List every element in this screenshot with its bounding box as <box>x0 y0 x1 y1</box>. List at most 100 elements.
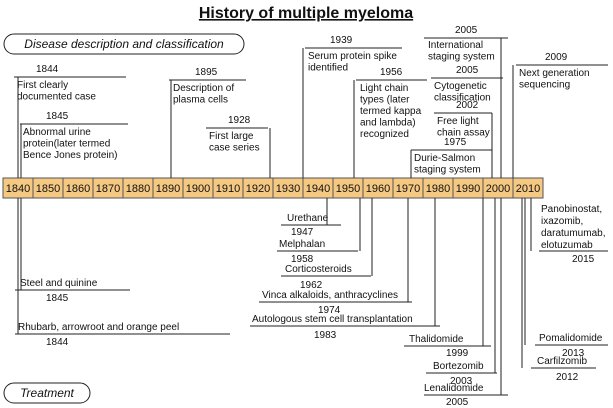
treatment-name-line: Panobinostat, <box>541 204 602 215</box>
event-year: 1975 <box>444 137 467 148</box>
event-description-line: case series <box>209 143 260 154</box>
event-year: 1983 <box>314 330 337 341</box>
event-description-line: sequencing <box>519 80 570 91</box>
event-description-line: Next generation <box>519 68 590 79</box>
event-year: 1962 <box>300 280 323 291</box>
treatment-name-line: elotuzumab <box>541 240 593 251</box>
decade-label: 1880 <box>126 183 150 195</box>
disease-section-frame <box>3 33 245 55</box>
event-description-line: Light chain <box>360 83 408 94</box>
treatment-section-label: Treatment <box>20 386 74 400</box>
event-year: 1895 <box>195 67 218 78</box>
treatment-event-corticosteroids: Corticosteroids 1962 <box>281 198 373 291</box>
event-description-line: types (later <box>360 95 410 106</box>
decade-label: 1940 <box>306 183 330 195</box>
decade-label: 1970 <box>396 183 420 195</box>
event-year: 1844 <box>46 337 69 348</box>
event-year: 1956 <box>380 67 403 78</box>
event-year: 1974 <box>318 305 341 316</box>
treatment-name: Rhubarb, arrowroot and orange peel <box>18 322 179 333</box>
event-description-line: staging system <box>414 165 481 176</box>
decade-label: 1890 <box>156 183 180 195</box>
treatment-name: Autologous stem cell transplantation <box>252 314 413 325</box>
event-year: 1999 <box>446 348 469 359</box>
event-description-line: and lambda) <box>360 118 416 129</box>
event-description-line: identified <box>308 63 348 74</box>
event-description-line: staging system <box>428 52 495 63</box>
event-description-line: Durie-Salmon <box>414 153 475 164</box>
treatment-name: Steel and quinine <box>20 278 98 289</box>
treatment-event-thalidomide: Thalidomide 1999 <box>404 198 491 359</box>
event-year: 2005 <box>446 397 469 408</box>
event-description-line: Abnormal urine <box>23 127 91 138</box>
treatment-name: Vinca alkaloids, anthracyclines <box>262 290 398 301</box>
event-description-line: Cytogenetic <box>434 81 487 92</box>
event-description-line: recognized <box>360 129 409 140</box>
decade-cell <box>512 177 544 199</box>
disease-section-label: Disease description and classification <box>24 37 224 51</box>
decade-label: 1870 <box>96 183 120 195</box>
event-description-line: First clearly <box>17 80 68 91</box>
event-year: 2005 <box>455 25 478 36</box>
treatment-event-panobinostat: Panobinostat,ixazomib,daratumumab,elotuz… <box>530 198 608 265</box>
treatment-name: Thalidomide <box>409 334 464 345</box>
event-year: 1928 <box>228 115 251 126</box>
event-description-line: Bence Jones protein) <box>23 150 118 161</box>
event-description-line: plasma cells <box>173 95 228 106</box>
event-year: 1939 <box>330 35 353 46</box>
decade-label: 1860 <box>66 183 90 195</box>
treatment-event-rhubarb: Rhubarb, arrowroot and orange peel 1844 <box>15 198 230 348</box>
treatment-name-line: ixazomib, <box>541 216 583 227</box>
event-year: 1958 <box>291 254 314 265</box>
diagram-title: History of multiple myeloma <box>199 5 413 22</box>
event-description-line: International <box>428 40 483 51</box>
event-description-line: termed kappa <box>360 106 422 117</box>
event-description-line: documented case <box>17 92 96 103</box>
decade-label: 1980 <box>426 183 450 195</box>
event-description-line: Description of <box>173 83 234 94</box>
decade-label: 1990 <box>456 183 480 195</box>
treatment-name: Carfilzomib <box>537 356 587 367</box>
treatment-event-vinca: Vinca alkaloids, anthracyclines 1974 <box>259 198 412 316</box>
event-year: 1947 <box>291 227 314 238</box>
decade-label: 2000 <box>486 183 510 195</box>
treatment-name: Urethane <box>287 213 329 224</box>
decade-label: 1930 <box>276 183 300 195</box>
event-description-line: Free light <box>437 116 479 127</box>
treatment-name: Corticosteroids <box>285 264 352 275</box>
decade-label: 1920 <box>246 183 270 195</box>
event-year: 1845 <box>46 293 69 304</box>
treatment-name: Melphalan <box>279 239 325 250</box>
treatment-event-melphalan: Melphalan 1958 <box>277 198 361 265</box>
treatment-event-lenalidomide: Lenalidomide 2005 <box>424 198 508 408</box>
treatment-event-steel-quinine: Steel and quinine 1845 <box>15 198 130 304</box>
event-year: 2013 <box>562 348 585 359</box>
event-year: 2005 <box>456 65 479 76</box>
decade-label: 1840 <box>6 183 30 195</box>
event-description-line: protein(later termed <box>23 139 110 150</box>
decade-label: 1850 <box>36 183 60 195</box>
decade-label: 2010 <box>516 183 540 195</box>
treatment-event-urethane: Urethane 1947 <box>281 198 341 238</box>
treatment-name: Lenalidomide <box>424 383 484 394</box>
event-year: 1844 <box>36 64 59 75</box>
event-year: 2009 <box>545 52 568 63</box>
decade-label: 1910 <box>216 183 240 195</box>
treatment-section-frame <box>3 382 91 404</box>
event-description-line: classification <box>434 93 491 104</box>
